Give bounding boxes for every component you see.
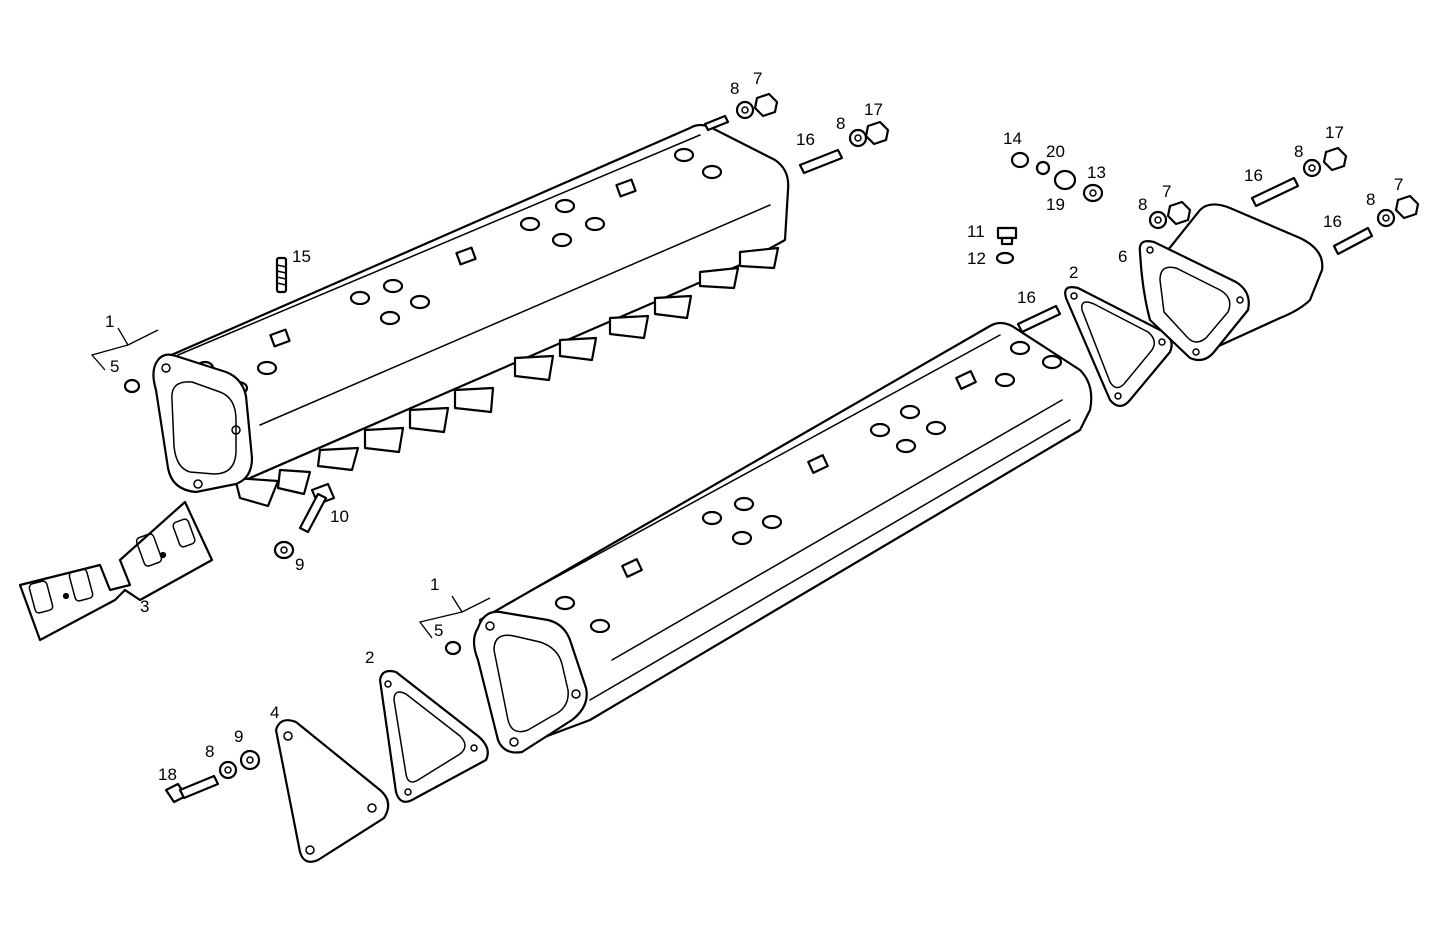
callout-17-a: 17	[864, 100, 883, 119]
intake-gasket	[18, 500, 214, 642]
nut-7-top	[753, 92, 779, 118]
stud-16-b	[1016, 304, 1062, 334]
callout-8-c: 8	[1138, 195, 1147, 214]
callout-20: 20	[1046, 142, 1065, 161]
callout-9-lower: 9	[234, 727, 243, 746]
exhaust-gasket-right	[1064, 286, 1173, 408]
callout-13: 13	[1087, 163, 1106, 182]
washer-8-c	[1148, 210, 1168, 230]
washer-8-d	[1302, 158, 1322, 178]
washer-8-lower	[218, 760, 238, 780]
washer-8-e	[1376, 208, 1396, 228]
callout-8-top: 8	[730, 79, 739, 98]
nut-17-b	[1322, 146, 1348, 172]
plug-14	[1010, 151, 1030, 169]
callout-4: 4	[270, 703, 279, 722]
washer-8-b	[848, 128, 868, 148]
plug-11	[996, 226, 1018, 246]
leader-1-upper	[90, 327, 159, 371]
callout-2-right: 2	[1069, 263, 1078, 282]
callout-19: 19	[1046, 195, 1065, 214]
washer-20	[1035, 160, 1051, 176]
callout-14: 14	[1003, 129, 1022, 148]
callout-2-left: 2	[365, 648, 374, 667]
stud-16-a	[798, 148, 844, 175]
callout-17-b: 17	[1325, 123, 1344, 142]
callout-7-top: 7	[753, 69, 762, 88]
callout-16-d: 16	[1323, 212, 1342, 231]
callout-12: 12	[967, 249, 986, 268]
upper-manifold	[152, 114, 790, 508]
callout-5-upper: 5	[110, 357, 119, 376]
washer-12	[995, 251, 1015, 265]
dowel-5-lower	[444, 640, 462, 656]
callout-labels: 1 5 15 8 7 16 8 17 10 9 3 14 20 13 19 11…	[105, 69, 1403, 784]
washer-9-upper	[273, 540, 295, 560]
washer-8-top	[735, 100, 755, 120]
callout-8-e: 8	[1366, 190, 1375, 209]
callout-8-lower: 8	[205, 742, 214, 761]
nut-9-lower	[239, 749, 261, 771]
callout-16-c: 16	[1244, 166, 1263, 185]
callout-6: 6	[1118, 247, 1127, 266]
callout-15: 15	[292, 247, 311, 266]
stud-16-c	[1250, 176, 1300, 208]
callout-9-upper: 9	[295, 555, 304, 574]
callout-10: 10	[330, 507, 349, 526]
nut-7-b	[1166, 200, 1192, 226]
leader-1-lower	[418, 595, 491, 639]
callout-5-lower: 5	[434, 621, 443, 640]
bolt-18	[164, 774, 220, 804]
lower-manifold	[472, 321, 1093, 754]
callout-8-d: 8	[1294, 142, 1303, 161]
callout-18: 18	[158, 765, 177, 784]
plug-19	[1053, 169, 1077, 191]
nut-7-c	[1394, 194, 1420, 220]
callout-1-lower: 1	[430, 575, 439, 594]
stud-15	[275, 256, 288, 294]
stud-16-d	[1332, 226, 1374, 256]
callout-16-a: 16	[796, 130, 815, 149]
callout-8-b: 8	[836, 114, 845, 133]
callout-11: 11	[967, 222, 985, 241]
nut-17-a	[864, 120, 890, 146]
washer-13	[1082, 183, 1104, 203]
callout-7-b: 7	[1162, 182, 1171, 201]
callout-1-upper: 1	[105, 312, 114, 331]
cover-plate	[274, 719, 390, 863]
port-row	[233, 246, 780, 508]
bolt-10	[298, 482, 336, 534]
elbow-6	[1138, 203, 1324, 362]
dowel-5-upper	[123, 378, 141, 394]
callout-16-b: 16	[1017, 288, 1036, 307]
lower-bosses	[554, 340, 1063, 634]
callout-7-c: 7	[1394, 175, 1403, 194]
exhaust-gasket-left	[378, 669, 489, 803]
callout-3: 3	[140, 597, 149, 616]
